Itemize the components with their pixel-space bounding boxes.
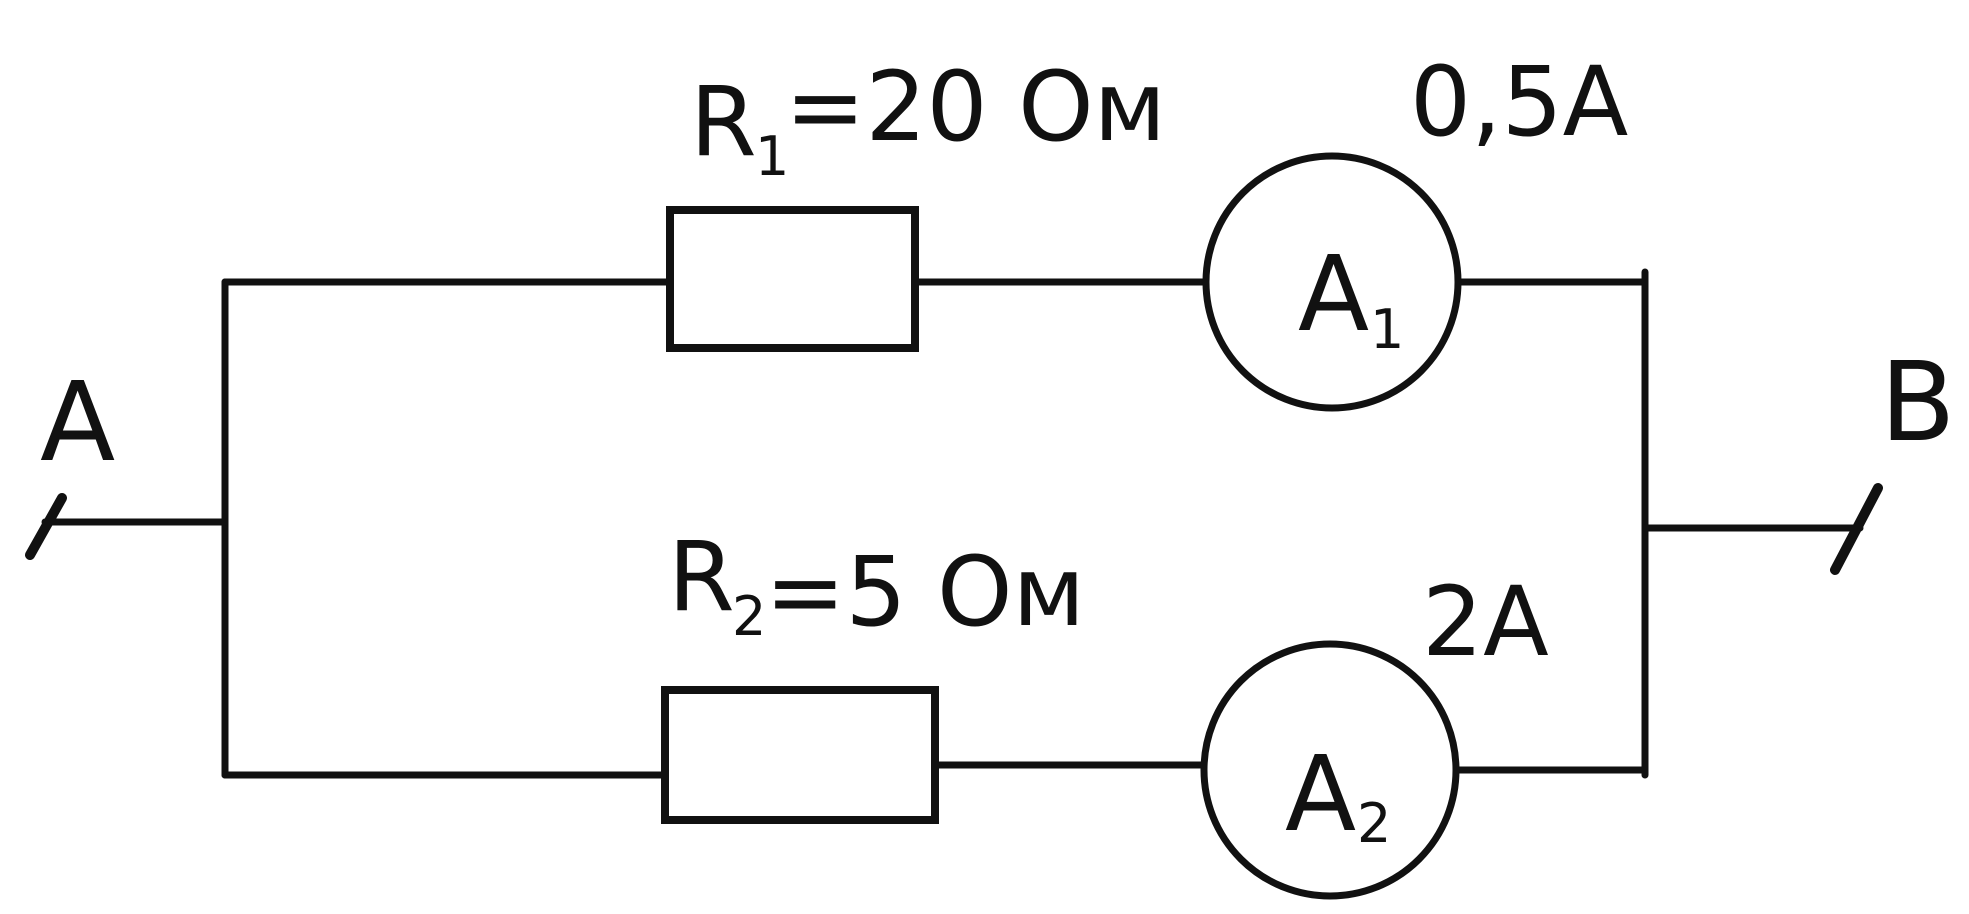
ammeter-a2-subscript: 2 (1357, 792, 1391, 855)
resistor-r1-value: =20 Ом (785, 51, 1166, 163)
resistor-r2 (661, 686, 939, 824)
resistor-r1-subscript: 1 (755, 125, 789, 188)
terminal-a-label: A (40, 358, 115, 486)
terminal-b-mark (1830, 483, 1883, 575)
ammeter-a2-label: A 2 (1285, 733, 1391, 855)
resistor-r2-label: R 2 =5 Ом (668, 521, 1085, 648)
resistor-r2-value: =5 Ом (765, 536, 1085, 648)
current-a1-label: 0,5A (1410, 46, 1628, 158)
ammeter-a1 (1202, 152, 1462, 412)
ammeter-a2 (1200, 640, 1460, 900)
ammeter-a1-symbol: A (1298, 233, 1369, 355)
resistor-r2-subscript: 2 (732, 585, 766, 648)
resistor-r2-symbol: R (668, 521, 735, 633)
resistor-r1-symbol: R (690, 66, 757, 178)
terminal-a-mark (25, 493, 67, 560)
current-a2-label: 2A (1422, 566, 1549, 678)
resistor-r1 (666, 206, 919, 352)
ammeter-a1-label: A 1 (1298, 233, 1404, 361)
ammeter-a2-symbol: A (1285, 733, 1356, 855)
terminal-b-label: B (1880, 338, 1955, 466)
ammeter-a1-subscript: 1 (1370, 298, 1404, 361)
resistor-r1-label: R 1 =20 Ом (690, 51, 1166, 188)
